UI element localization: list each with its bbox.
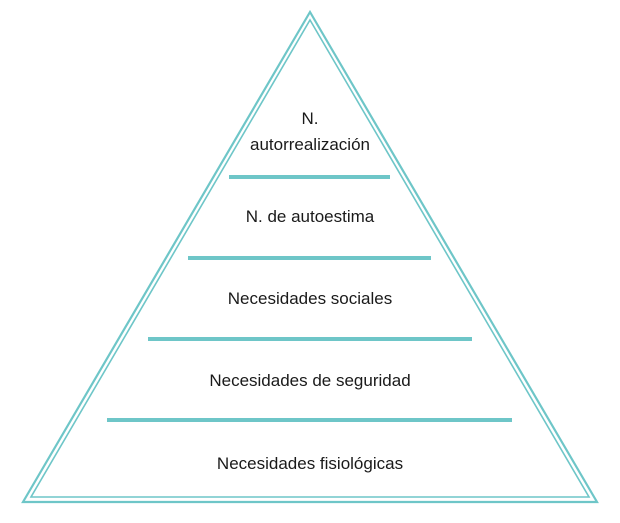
level-self-actualization-label-line1: N.: [302, 109, 319, 128]
pyramid-outer-outline: [21, 9, 599, 504]
level-physiological-label: Necesidades fisiológicas: [217, 454, 403, 473]
level-social-label: Necesidades sociales: [228, 289, 392, 308]
pyramid-inner-outline: [29, 18, 591, 498]
level-esteem-label: N. de autoestima: [246, 207, 375, 226]
level-self-actualization-label-line2: autorrealización: [250, 135, 370, 154]
level-safety-label: Necesidades de seguridad: [209, 371, 410, 390]
